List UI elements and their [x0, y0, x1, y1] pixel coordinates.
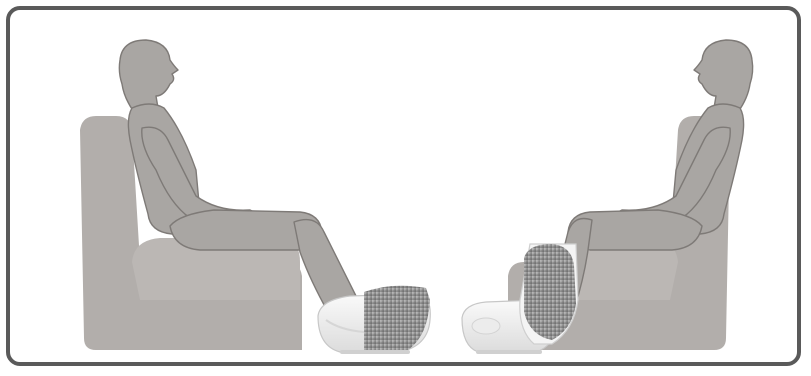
left-panel [80, 40, 430, 354]
right-head [694, 40, 753, 112]
left-head [119, 40, 178, 112]
right-massager-inner-pad [524, 244, 576, 340]
right-panel [462, 40, 753, 354]
right-foot-massager [462, 244, 578, 354]
